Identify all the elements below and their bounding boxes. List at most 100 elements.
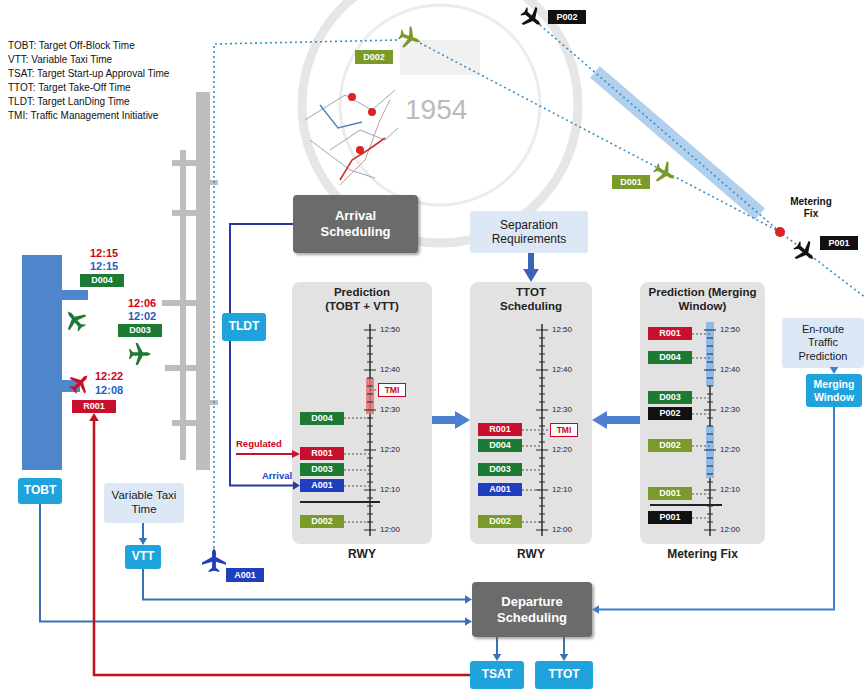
flight-route: [420, 43, 866, 298]
timeline-panel: TTOT SchedulingRWYR001TMID004D003A001D00…: [470, 282, 592, 544]
axis-tick: [539, 362, 545, 363]
connector-line: [563, 637, 565, 655]
label-text: 12:15: [90, 247, 118, 260]
axis-tick: [707, 378, 713, 379]
node-text: TMI: [557, 426, 572, 435]
data-box: VTT: [125, 545, 161, 569]
time-label: 12:40: [552, 365, 572, 375]
axis-tick: [367, 522, 373, 523]
axis-tick: [539, 386, 545, 387]
info-box: Variable Taxi Time: [104, 483, 184, 523]
axis-tick: [704, 410, 716, 411]
axis-tick: [367, 362, 373, 363]
axis-tick: [539, 482, 545, 483]
node-text: P002: [659, 409, 680, 418]
flight-tag: P001: [820, 236, 858, 250]
node-text: D002: [311, 517, 333, 526]
time-label: 12:00: [552, 525, 572, 535]
time-label: 12:10: [380, 485, 400, 495]
node-text: Separation Requirements: [475, 218, 583, 247]
time-label: 12:20: [552, 445, 572, 455]
axis-tick: [707, 506, 713, 507]
axis-tick: [367, 466, 373, 467]
axis-tick: [539, 458, 545, 459]
node-text: Departure Scheduling: [482, 594, 582, 625]
axis-tick: [707, 402, 713, 403]
axis-tick: [707, 474, 713, 475]
flight-tag: P001: [648, 511, 692, 524]
node-text: A001: [489, 485, 511, 494]
runway: [162, 92, 218, 470]
flight-tag: P002: [548, 10, 586, 24]
node-text: D003: [129, 326, 151, 335]
time-label: 12:50: [380, 325, 400, 335]
flight-tag: D004: [80, 274, 124, 287]
node-text: D003: [489, 465, 511, 474]
arrowhead: [830, 367, 838, 374]
node-text: A001: [234, 571, 256, 580]
axis-tick: [367, 434, 373, 435]
node-text: D002: [489, 517, 511, 526]
node-text: D004: [659, 353, 681, 362]
flow-connector: [523, 253, 539, 282]
panel-title: TTOT Scheduling: [486, 286, 576, 314]
aircraft-icon: [202, 548, 226, 572]
info-box: Separation Requirements: [470, 211, 588, 253]
axis-tick: [367, 402, 373, 403]
axis-tick: [367, 354, 373, 355]
time-label: 12:10: [720, 485, 740, 495]
axis-tick: [539, 474, 545, 475]
flow-connector: [139, 523, 147, 545]
metering-fix-point: [775, 227, 785, 237]
flight-tag: A001: [226, 568, 264, 582]
axis-tick: [539, 498, 545, 499]
flow-connector: [432, 411, 470, 429]
axis-tick: [536, 370, 548, 371]
process-box: Departure Scheduling: [472, 582, 592, 637]
node-text: D001: [620, 178, 642, 187]
axis-tick: [367, 426, 373, 427]
node-text: R001: [83, 402, 105, 411]
axis-tick: [539, 522, 545, 523]
flight-tag: A001: [300, 479, 344, 492]
axis-tick: [539, 354, 545, 355]
axis-tick: [367, 498, 373, 499]
regulated-arrow: [236, 453, 294, 455]
aircraft-icon: [517, 3, 548, 34]
node-text: TTOT: [548, 668, 579, 682]
axis-tick: [536, 450, 548, 451]
flight-tag: R001: [648, 327, 692, 340]
flight-tag: D001: [612, 175, 650, 189]
axis-tick: [539, 434, 545, 435]
flight-tag: D003: [118, 324, 162, 337]
axis-tick: [367, 338, 373, 339]
flight-tag: D004: [648, 351, 692, 364]
definition-text: VTT: Variable Taxi Time: [8, 54, 112, 66]
node-text: D004: [311, 414, 333, 423]
flight-tag: D001: [648, 487, 692, 500]
tmi-band: [366, 378, 374, 414]
connector-line: [230, 224, 293, 313]
axis-tick: [539, 466, 545, 467]
seal-emblem: [400, 40, 480, 75]
node-text: Variable Taxi Time: [109, 489, 179, 517]
axis-tick: [367, 474, 373, 475]
aircraft-icon: [790, 237, 821, 268]
connector-line: [230, 341, 294, 486]
axis-tick: [539, 442, 545, 443]
axis-tick: [707, 514, 713, 515]
axis-tick: [704, 450, 716, 451]
definition-text: TMI: Traffic Management Initiative: [8, 110, 158, 122]
axis-tick: [707, 466, 713, 467]
merging-window-band: [706, 322, 714, 386]
node-text: TLDT: [229, 320, 260, 334]
watermark: 1954: [405, 94, 467, 126]
connector-line: [142, 523, 144, 539]
flow-connector: [493, 637, 501, 661]
axis-tick: [704, 530, 716, 531]
data-box: TLDT: [222, 313, 266, 341]
flight-tag: D002: [355, 50, 393, 64]
inset-dot: [356, 146, 364, 154]
axis-tick: [707, 434, 713, 435]
flight-tag: D004: [478, 439, 522, 452]
